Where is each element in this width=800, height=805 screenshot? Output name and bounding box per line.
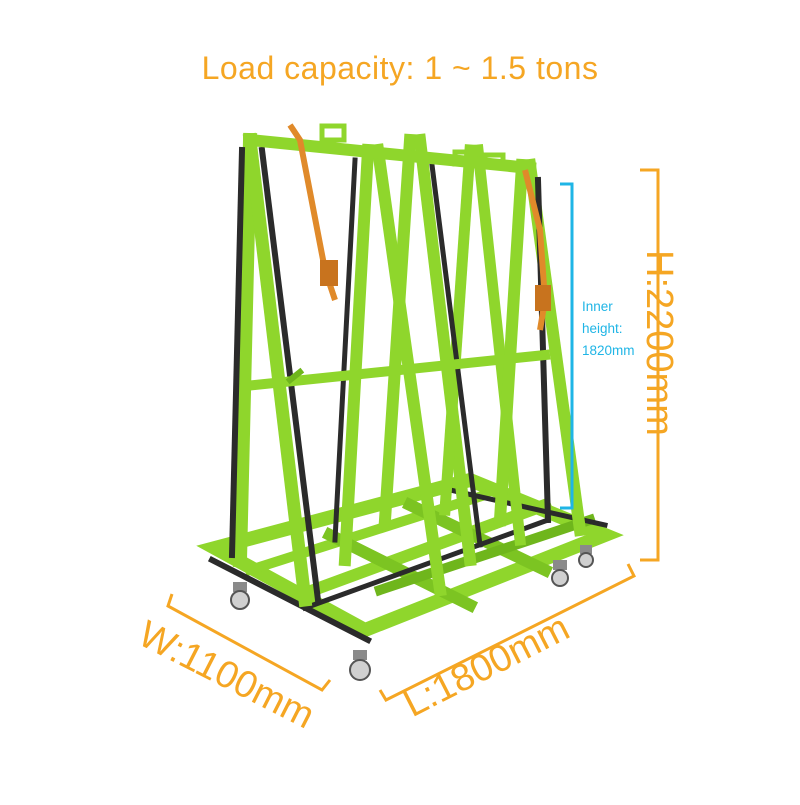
inner-height-label: Inner height: 1820mm — [582, 296, 635, 362]
length-dimension-line — [378, 563, 637, 702]
inner-height-line-3: 1820mm — [582, 343, 635, 358]
caster-wheel-icon — [578, 545, 594, 568]
caster-wheel-icon — [349, 650, 371, 681]
caster-wheels — [230, 545, 594, 681]
load-capacity-title: Load capacity: 1 ~ 1.5 tons — [201, 50, 599, 86]
caster-wheel-icon — [230, 582, 250, 610]
inner-height-line-2: height: — [582, 321, 623, 336]
inner-height-line-1: Inner — [582, 299, 613, 314]
inner-height-marker — [560, 182, 574, 510]
ratchet-straps — [287, 123, 551, 331]
width-dimension-line — [166, 593, 332, 692]
height-label: H:2200mm — [638, 250, 680, 436]
height-dimension-line — [640, 168, 660, 562]
rack-frame — [196, 123, 624, 645]
caster-wheel-icon — [551, 560, 569, 587]
